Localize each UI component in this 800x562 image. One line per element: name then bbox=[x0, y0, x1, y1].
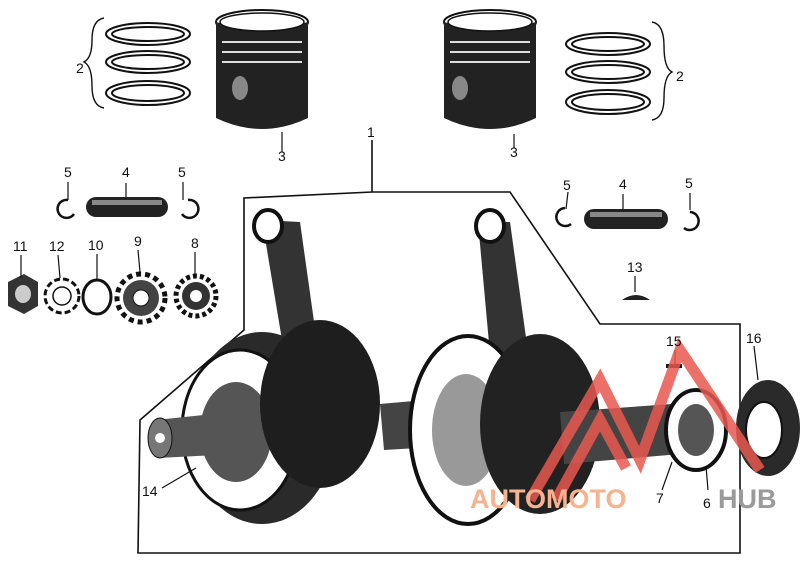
callout-11: 11 bbox=[13, 238, 28, 254]
leader-lines bbox=[20, 132, 759, 491]
callout-2-right: 2 bbox=[676, 68, 684, 84]
oil-seal-16 bbox=[736, 380, 800, 476]
piston-pin-right-group bbox=[555, 206, 700, 232]
callout-5-c: 5 bbox=[563, 177, 571, 193]
callout-3-left: 3 bbox=[278, 148, 286, 164]
callout-9: 9 bbox=[134, 233, 142, 249]
gear-8 bbox=[173, 273, 219, 319]
callout-2-left: 2 bbox=[76, 60, 84, 76]
woodruff-key-13 bbox=[622, 295, 650, 300]
piston-rings-right bbox=[565, 32, 651, 115]
callout-15: 15 bbox=[666, 333, 682, 349]
watermark-logo bbox=[525, 337, 765, 503]
callout-5-a: 5 bbox=[64, 164, 72, 180]
lock-washer-12 bbox=[43, 277, 81, 315]
assembly-outline bbox=[137, 140, 741, 554]
crankshaft-assembly bbox=[147, 208, 728, 526]
callout-1: 1 bbox=[367, 124, 375, 140]
callout-14: 14 bbox=[142, 483, 158, 499]
callout-4-left: 4 bbox=[122, 164, 130, 180]
piston-right bbox=[443, 9, 537, 129]
callout-5-b: 5 bbox=[178, 164, 186, 180]
callout-5-d: 5 bbox=[685, 175, 693, 191]
nut-11 bbox=[8, 274, 38, 314]
callout-3-right: 3 bbox=[510, 144, 518, 160]
piston-left bbox=[215, 9, 309, 129]
callout-7: 7 bbox=[656, 490, 664, 506]
callout-12: 12 bbox=[49, 238, 65, 254]
sprocket-9 bbox=[114, 271, 168, 325]
piston-rings-left bbox=[105, 22, 191, 106]
callout-8: 8 bbox=[191, 235, 199, 251]
callout-10: 10 bbox=[88, 237, 104, 253]
piston-pin-left-group bbox=[56, 197, 200, 220]
callout-6: 6 bbox=[703, 495, 711, 511]
watermark-text-hub: HUB bbox=[718, 484, 777, 514]
callout-16: 16 bbox=[746, 330, 762, 346]
watermark-text-automoto: AUTOMOTO bbox=[470, 484, 627, 514]
bracket-rings-left bbox=[82, 17, 105, 109]
callout-13: 13 bbox=[627, 259, 643, 275]
washer-10 bbox=[81, 278, 113, 316]
bracket-rings-right bbox=[651, 21, 674, 121]
callout-4-right: 4 bbox=[619, 176, 627, 192]
